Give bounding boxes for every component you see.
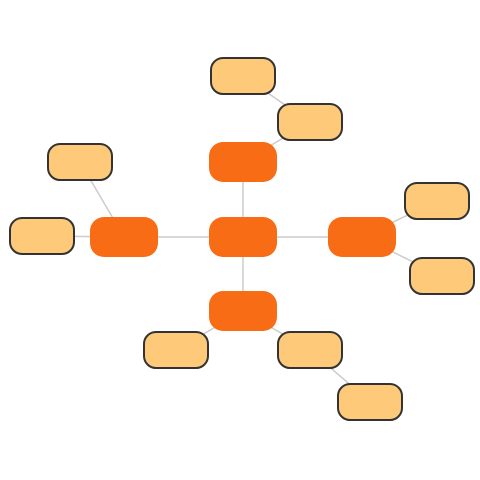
- node-bottom-leaf-1[interactable]: [143, 331, 209, 369]
- node-bottom-leaf-3[interactable]: [337, 383, 403, 421]
- node-left-leaf-2[interactable]: [9, 217, 75, 255]
- node-left-leaf-1[interactable]: [47, 143, 113, 181]
- node-right[interactable]: [328, 217, 396, 257]
- node-bottom[interactable]: [209, 291, 277, 331]
- node-right-leaf-1[interactable]: [404, 182, 470, 220]
- node-bottom-leaf-2[interactable]: [277, 331, 343, 369]
- node-top-leaf-1[interactable]: [210, 57, 276, 95]
- node-center[interactable]: [209, 217, 277, 257]
- node-left[interactable]: [90, 217, 158, 257]
- node-top-leaf-2[interactable]: [277, 103, 343, 141]
- node-top[interactable]: [209, 142, 277, 182]
- node-right-leaf-2[interactable]: [409, 257, 475, 295]
